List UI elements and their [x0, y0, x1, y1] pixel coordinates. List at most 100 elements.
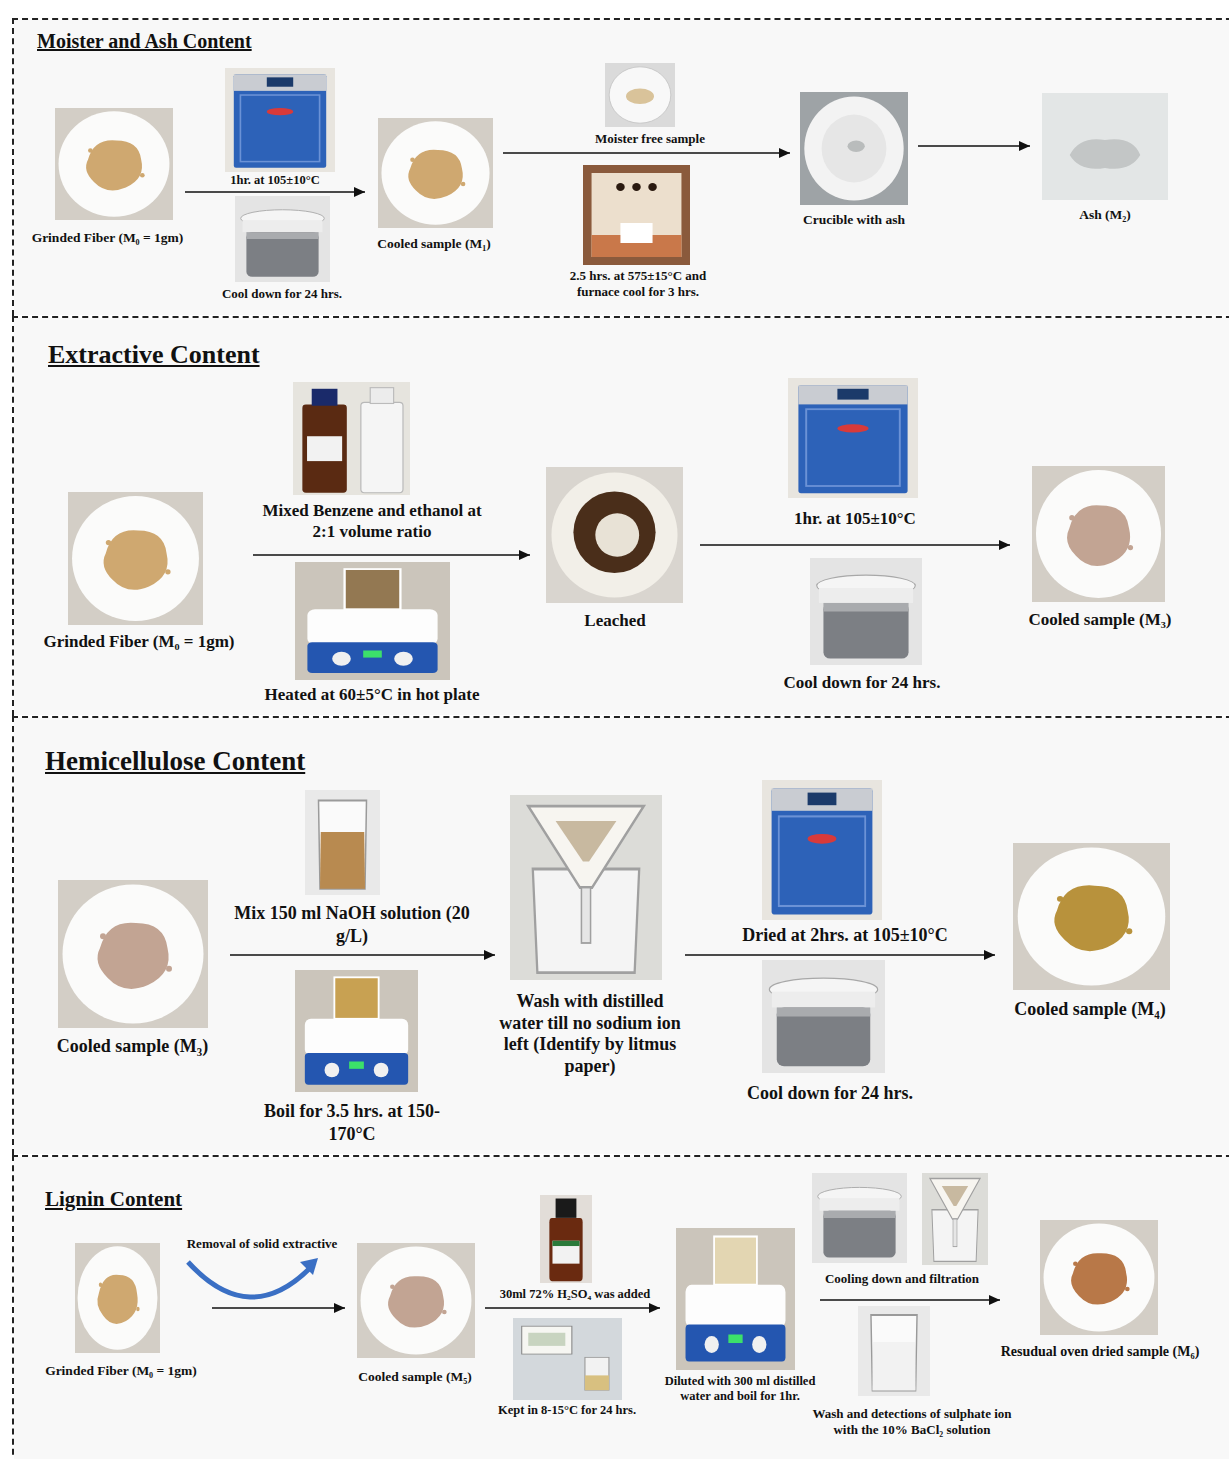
step-caption: Diluted with 300 ml distilled water and … [660, 1374, 820, 1404]
fiber-photo [1013, 843, 1170, 990]
ash-photo [1042, 93, 1168, 200]
process-step: Leached [530, 467, 700, 631]
step-caption: Wash with distilled water till no sodium… [495, 991, 685, 1077]
process-step: Cooled sample (M₅) [345, 1243, 485, 1385]
solvent-photo [293, 382, 410, 495]
panel-title: Moister and Ash Content [37, 30, 252, 53]
panel-title: Hemicellulose Content [45, 746, 305, 777]
funnel-photo [510, 795, 662, 980]
step-caption: Crucible with ash [790, 212, 918, 228]
process-panel: Extractive ContentGrinded Fiber (M₀ = 1g… [12, 316, 1229, 716]
oven-photo [225, 68, 335, 172]
panel-title: Extractive Content [48, 340, 260, 370]
process-step: Grinded Fiber (M₀ = 1gm) [30, 108, 185, 246]
flow-arrow [212, 1307, 345, 1309]
leached-photo [546, 467, 683, 603]
process-step: Grinded Fiber (M₀ = 1gm) [30, 1243, 212, 1379]
desiccator-photo [235, 196, 330, 282]
panel-ground [14, 318, 1229, 715]
step-note: Boil for 3.5 hrs. at 150-170°C [247, 1100, 457, 1145]
process-step: Resudual oven dried sample (M₆) [1000, 1220, 1200, 1361]
step-caption: Cooled sample (M₄) [995, 999, 1185, 1021]
step-condition: Cooling down and filtration [807, 1271, 997, 1287]
fiber-photo [1032, 466, 1165, 602]
desiccator-photo [812, 1173, 907, 1263]
curved-arrow-head [300, 1258, 318, 1275]
fiber-photo [55, 108, 173, 220]
process-step: Wash with distilled water till no sodium… [495, 795, 685, 1077]
furnace-photo [583, 165, 690, 265]
step-caption: Cooled sample (M₃) [35, 1036, 230, 1058]
step-note: Kept in 8-15°C for 24 hrs. [477, 1403, 657, 1419]
step-caption: Grinded Fiber (M₀ = 1gm) [30, 230, 185, 246]
flow-arrow [918, 145, 1030, 147]
step-caption: Leached [530, 611, 700, 631]
fiber-photo [75, 1243, 160, 1353]
funnel-photo [922, 1173, 988, 1265]
process-step: Cooled sample (M₁) [365, 118, 503, 252]
oven-photo [788, 378, 918, 498]
process-step: Diluted with 300 ml distilled water and … [660, 1228, 820, 1404]
bowl-photo [605, 63, 675, 127]
fiber-photo [1040, 1220, 1158, 1335]
fiber-photo [378, 118, 493, 228]
step-note: Wash and detections of sulphate ion with… [805, 1406, 1020, 1439]
step-condition: 1hr. at 105±10°C [190, 173, 360, 189]
step-note: Cool down for 24 hrs. [752, 672, 972, 693]
step-caption: Grinded Fiber (M₀ = 1gm) [30, 1363, 212, 1379]
step-caption: Ash (M₂) [1030, 207, 1180, 223]
panel-title: Lignin Content [45, 1187, 182, 1212]
step-caption: Cooled sample (M₃) [1010, 610, 1190, 630]
curved-arrow [188, 1262, 312, 1297]
flow-arrow [230, 954, 495, 956]
step-caption: Cooled sample (M₁) [365, 236, 503, 252]
panel-ground [14, 718, 1229, 1154]
process-panel: Hemicellulose ContentCooled sample (M₃) W… [12, 716, 1229, 1155]
fiber-photo [68, 492, 203, 625]
desiccator-photo [762, 960, 885, 1073]
step-condition: Removal of solid extractive [177, 1236, 347, 1252]
step-note: Heated at 60±5°C in hot plate [242, 684, 502, 705]
desiccator-photo [810, 558, 922, 665]
process-step: Grinded Fiber (M₀ = 1gm) [25, 492, 253, 652]
step-condition: Mix 150 ml NaOH solution (20 g/L) [232, 902, 472, 947]
flow-arrow [485, 1307, 660, 1309]
fiber-photo [58, 880, 208, 1028]
panel-ground [14, 1157, 1229, 1459]
step-caption: Resudual oven dried sample (M₆) [1000, 1344, 1200, 1361]
beaker-photo [858, 1306, 930, 1396]
process-step: Crucible with ash [790, 92, 918, 228]
step-condition: Dried at 2hrs. at 105±10°C [705, 924, 985, 947]
process-step: Cooled sample (M₃) [35, 880, 230, 1058]
flow-arrow [700, 544, 1010, 546]
step-note: Cool down for 24 hrs. [192, 286, 372, 302]
hotplate-photo [295, 970, 418, 1092]
beaker-photo [305, 790, 380, 895]
flow-arrow [253, 554, 530, 556]
hotplate-photo [295, 562, 450, 680]
step-note: Cool down for 24 hrs. [715, 1082, 945, 1105]
flow-arrow [185, 191, 365, 193]
hotplate-photo [676, 1228, 795, 1370]
flow-arrow [503, 152, 790, 154]
process-step: Ash (M₂) [1030, 93, 1180, 223]
fridge-photo [513, 1318, 622, 1400]
flow-arrow [685, 954, 995, 956]
step-caption: Grinded Fiber (M₀ = 1gm) [25, 632, 253, 652]
process-step: Cooled sample (M₄) [995, 843, 1185, 1021]
step-note: 2.5 hrs. at 575±15°C and furnace cool fo… [548, 268, 728, 301]
step-condition: 1hr. at 105±10°C [735, 508, 975, 529]
step-condition: 30ml 72% H₂SO₄ was added [485, 1287, 665, 1303]
step-condition: Moister free sample [550, 131, 750, 147]
step-caption: Cooled sample (M₅) [345, 1369, 485, 1385]
fiber-photo [357, 1243, 475, 1358]
crucible-photo [800, 92, 908, 205]
step-condition: Mixed Benzene and ethanol at 2:1 volume … [252, 500, 492, 543]
process-step: Cooled sample (M₃) [1010, 466, 1190, 630]
flow-arrow [820, 1299, 1000, 1301]
oven-photo [762, 780, 882, 920]
